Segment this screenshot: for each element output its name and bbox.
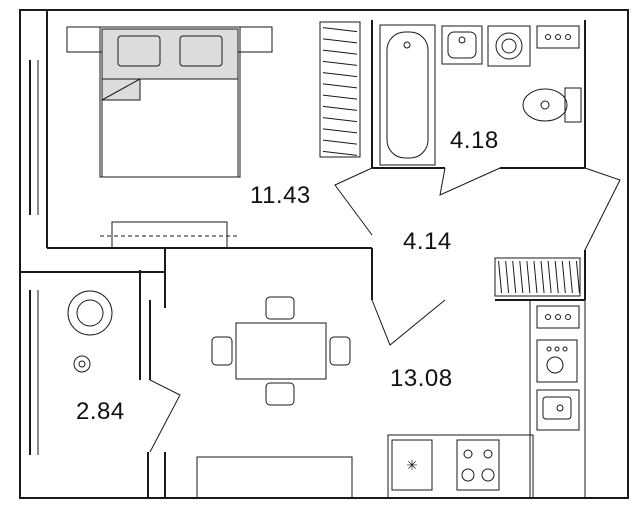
kitchen-counter bbox=[387, 299, 586, 499]
water-heater-icon bbox=[536, 25, 580, 49]
washing-machine-icon bbox=[487, 25, 531, 67]
wardrobe-hatch bbox=[322, 27, 358, 156]
stove-icon bbox=[456, 439, 500, 491]
kettle-icon bbox=[536, 339, 578, 383]
bedroom-window-sill bbox=[100, 221, 240, 249]
sink-icon bbox=[441, 25, 483, 65]
area-label-bedroom: 11.43 bbox=[250, 182, 311, 209]
living-window-sill bbox=[196, 456, 353, 499]
floor-lamp-icon bbox=[73, 355, 91, 373]
kitchen-sink-icon bbox=[536, 389, 580, 431]
door-arcs bbox=[149, 167, 621, 453]
wardrobe-icon bbox=[319, 21, 361, 158]
fridge-icon: ✳ bbox=[391, 439, 433, 491]
area-label-hallway: 4.14 bbox=[403, 228, 452, 255]
area-label-balcony: 2.84 bbox=[76, 398, 125, 425]
hall-wardrobe-icon bbox=[494, 257, 581, 297]
double-bed-icon bbox=[66, 26, 273, 178]
area-label-kitchen-living: 13.08 bbox=[390, 365, 453, 392]
dining-table-icon bbox=[211, 296, 351, 406]
cooktop-icon bbox=[536, 305, 580, 329]
toilet-icon bbox=[522, 87, 582, 123]
area-label-bathroom: 4.18 bbox=[450, 127, 499, 154]
svg-text:✳: ✳ bbox=[406, 458, 418, 474]
bathtub-icon bbox=[379, 24, 436, 166]
armchair-icon bbox=[67, 290, 113, 336]
wardrobe-hatch bbox=[498, 260, 580, 294]
